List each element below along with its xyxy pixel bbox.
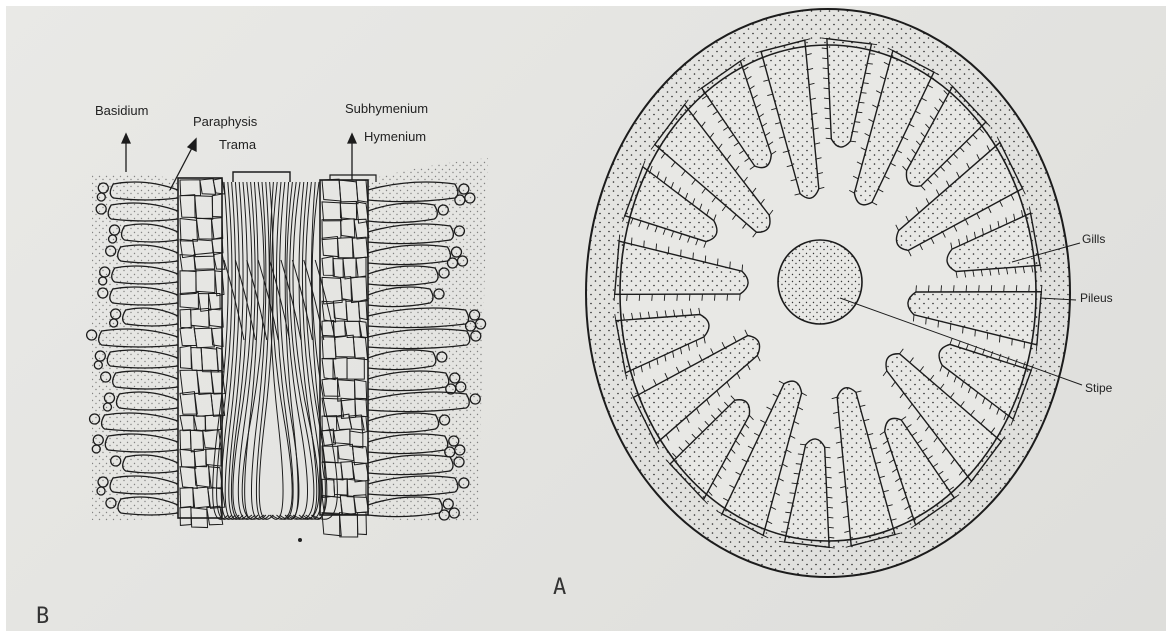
trama bbox=[213, 172, 338, 519]
right-subhymenium bbox=[320, 175, 376, 537]
stipe bbox=[778, 240, 862, 324]
figure-label-b: B bbox=[36, 604, 49, 629]
right-hymenium bbox=[368, 158, 488, 521]
label-stipe: Stipe bbox=[1085, 381, 1112, 395]
label-pileus: Pileus bbox=[1080, 291, 1113, 305]
label-basidium: Basidium bbox=[95, 103, 148, 118]
label-subhymenium: Subhymenium bbox=[345, 101, 428, 116]
left-hymenium bbox=[87, 173, 180, 520]
cap-section-figure-a bbox=[586, 9, 1082, 577]
gill-section-figure-b bbox=[87, 134, 488, 537]
figure-label-a: A bbox=[553, 575, 566, 600]
left-subhymenium bbox=[178, 178, 225, 528]
label-paraphysis: Paraphysis bbox=[193, 114, 257, 129]
label-gills: Gills bbox=[1082, 232, 1105, 246]
label-hymenium: Hymenium bbox=[364, 129, 426, 144]
label-trama: Trama bbox=[219, 137, 256, 152]
